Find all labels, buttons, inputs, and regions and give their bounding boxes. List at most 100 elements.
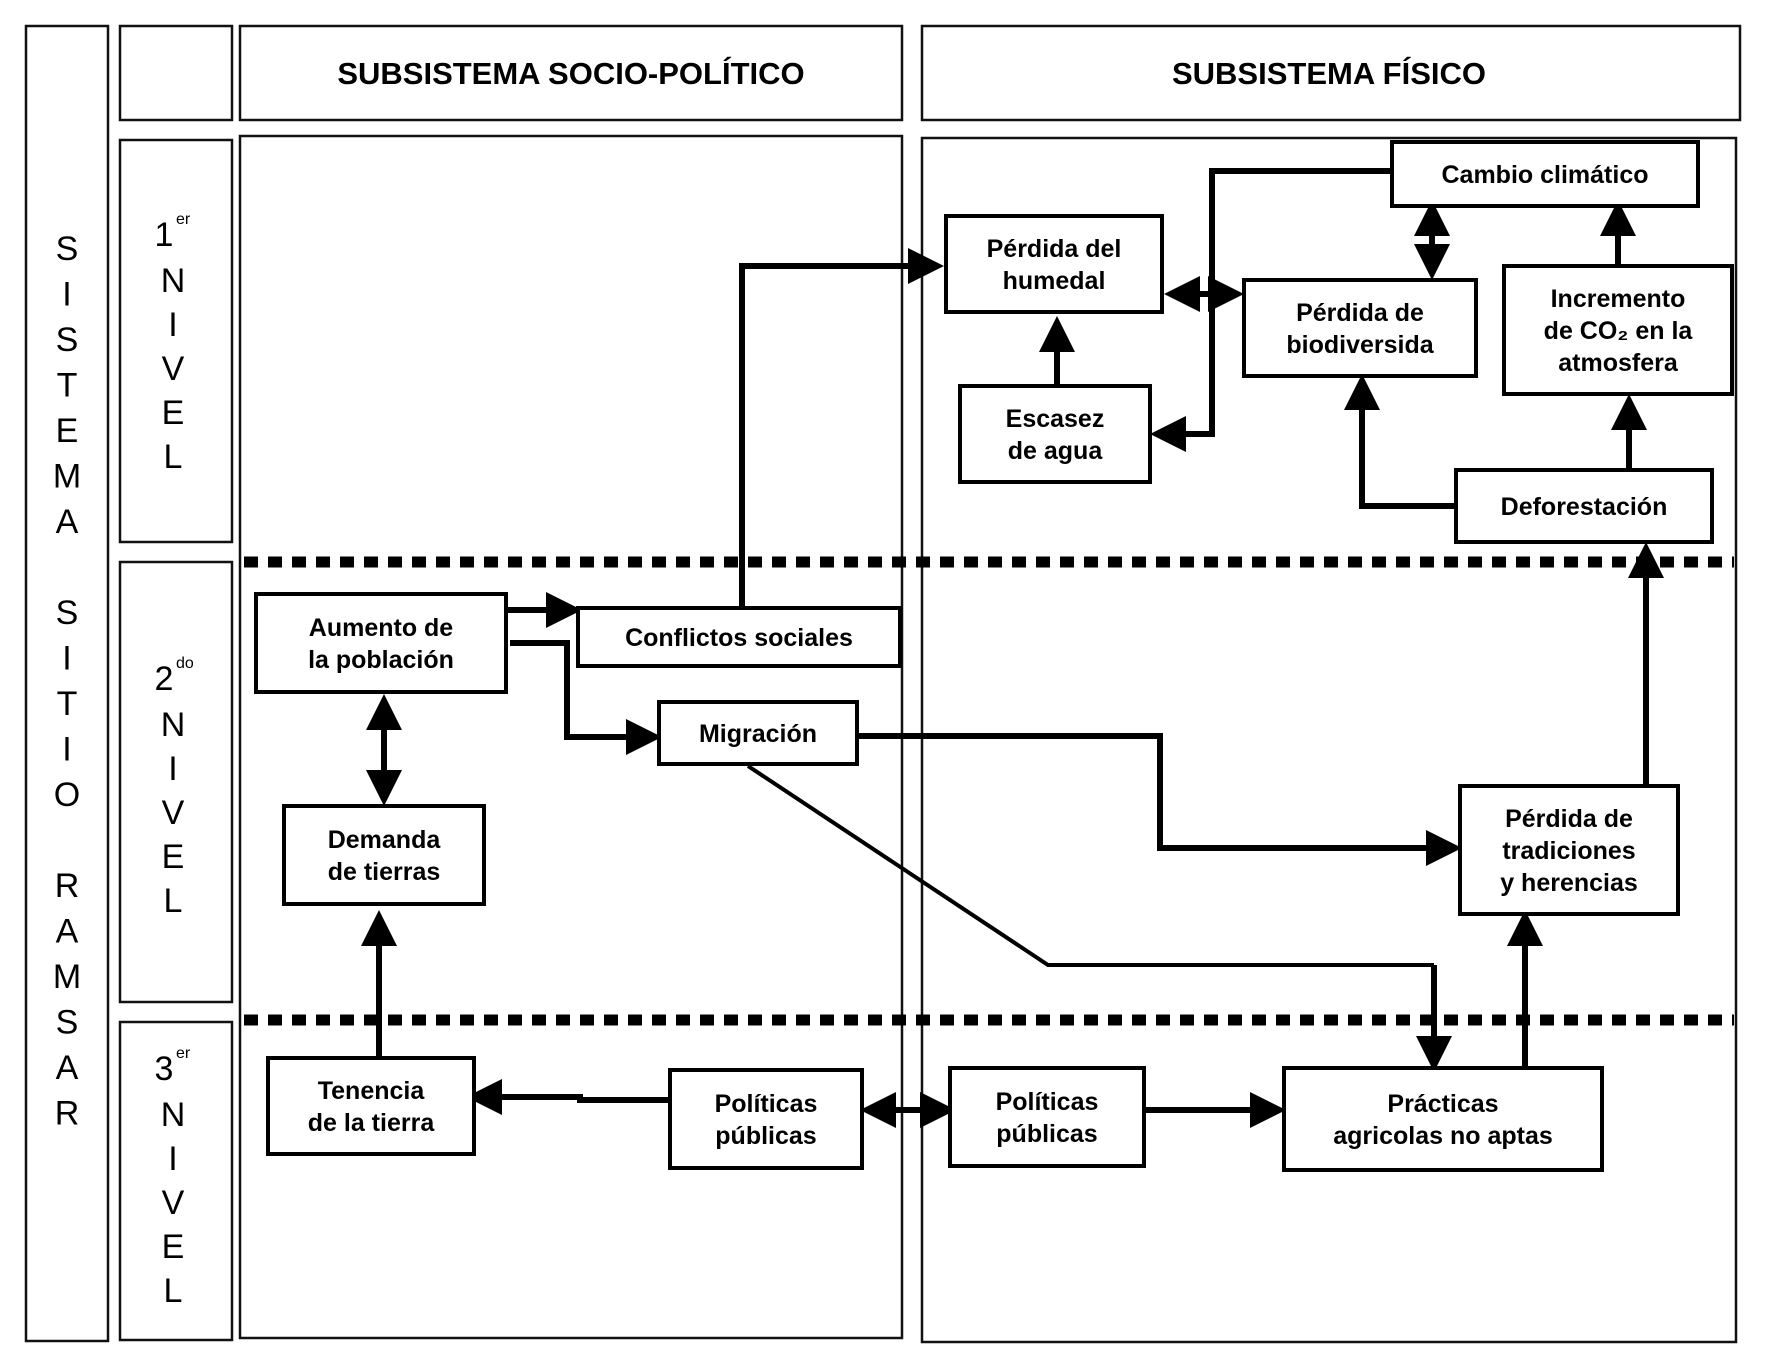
node-cambio: Cambio climático: [1390, 140, 1700, 208]
node-box: [254, 592, 508, 694]
level-3-letter: I: [168, 1140, 177, 1178]
node-label-line: Políticas: [715, 1090, 818, 1118]
node-box: [958, 384, 1152, 484]
node-label-line: de CO₂ en la: [1544, 317, 1694, 345]
connectors: [361, 168, 1664, 1128]
node-box: [657, 700, 859, 766]
node-label-line: Pérdida de: [1505, 805, 1633, 833]
level-2-letter: L: [164, 882, 183, 920]
header-fisico: SUBSISTEMA FÍSICO: [1172, 56, 1486, 91]
node-label-line: y herencias: [1500, 869, 1638, 897]
system-label-letter: A: [56, 1049, 79, 1087]
node-box: [944, 214, 1164, 314]
node-conflictos: Conflictos sociales: [576, 606, 902, 668]
system-label-letter: I: [62, 731, 71, 769]
system-label-letter: S: [56, 321, 79, 359]
system-label-letter: O: [54, 776, 80, 814]
node-label-line: Incremento: [1551, 285, 1686, 313]
node-label-line: Aumento de: [309, 614, 454, 642]
level-1-letter: N: [161, 262, 186, 300]
system-label-letter: A: [56, 503, 79, 541]
node-label-line: Políticas: [996, 1088, 1099, 1116]
system-label-letter: T: [57, 367, 78, 405]
node-label-line: Demanda: [328, 826, 442, 854]
level-3-suffix: er: [176, 1045, 191, 1062]
level-1-letter: I: [168, 306, 177, 344]
system-label-letter: R: [55, 867, 80, 905]
level-1-number: 1: [155, 216, 174, 254]
node-label-line: Prácticas: [1387, 1090, 1498, 1118]
node-box: [1282, 1066, 1604, 1172]
system-label-letter: S: [56, 1004, 79, 1042]
node-label-line: de la tierra: [308, 1109, 436, 1137]
edge-defor-biodiv: [1344, 374, 1458, 509]
level-1-suffix: er: [176, 211, 191, 228]
level-2-letter: V: [162, 794, 185, 832]
node-label-line: públicas: [996, 1120, 1097, 1148]
fisico-panel: [920, 136, 1738, 1344]
level-1-cell: [118, 138, 234, 544]
level-3-cell: [118, 1020, 234, 1342]
node-label-line: agricolas no aptas: [1333, 1122, 1553, 1150]
node-label-line: Escasez: [1006, 405, 1105, 433]
node-label-line: atmosfera: [1558, 349, 1679, 377]
node-box: [266, 1056, 476, 1156]
node-pol-fisico: Políticas públicas: [948, 1066, 1146, 1168]
node-co2: Incremento de CO₂ en la atmosfera: [1502, 264, 1734, 396]
node-label-line: Pérdida de: [1296, 299, 1424, 327]
node-label-line: tradiciones: [1502, 837, 1635, 865]
node-label-line: Tenencia: [318, 1077, 426, 1105]
edge-migracion-tradiciones: [858, 733, 1462, 866]
node-humedal: Pérdida del humedal: [944, 214, 1164, 314]
level-1-letter: E: [162, 394, 185, 432]
header-socio: SUBSISTEMA SOCIO-POLÍTICO: [337, 56, 804, 91]
level-1-letter: V: [162, 350, 185, 388]
system-label-letter: I: [62, 276, 71, 314]
node-pol-socio: Políticas públicas: [668, 1068, 864, 1170]
system-label-letter: M: [53, 458, 81, 496]
node-label-line: la población: [308, 646, 454, 674]
system-label-letter: E: [56, 412, 79, 450]
node-label-line: públicas: [715, 1122, 816, 1150]
node-box: [576, 606, 902, 668]
node-label-line: humedal: [1003, 267, 1106, 295]
system-label-letter: R: [55, 1095, 80, 1133]
node-box: [668, 1068, 864, 1170]
level-1-letter: L: [164, 438, 183, 476]
edge-conflictos-humedal: [739, 248, 944, 606]
corner-cell: [118, 24, 234, 122]
node-box: [1390, 140, 1700, 208]
node-label-line: Deforestación: [1501, 493, 1668, 521]
node-aumento: Aumento de la población: [254, 592, 508, 694]
node-label-line: Cambio climático: [1442, 161, 1649, 189]
node-box: [1458, 784, 1680, 916]
system-label-letter: T: [57, 685, 78, 723]
level-2-suffix: do: [176, 655, 194, 672]
node-box: [1502, 264, 1734, 396]
node-label-line: Conflictos sociales: [625, 624, 853, 652]
node-label-line: de tierras: [328, 858, 441, 886]
node-box: [948, 1066, 1146, 1168]
level-3-number: 3: [155, 1050, 174, 1088]
node-practicas: Prácticas agricolas no aptas: [1282, 1066, 1604, 1172]
node-demanda: Demanda de tierras: [282, 804, 486, 906]
level-2-letter: E: [162, 838, 185, 876]
level-2-number: 2: [155, 660, 174, 698]
system-label-letter: S: [56, 594, 79, 632]
node-defor: Deforestación: [1454, 468, 1714, 544]
node-migracion: Migración: [657, 700, 859, 766]
socio-header-cell: [238, 24, 904, 122]
node-box: [282, 804, 486, 906]
edge-aumento-migracion: [510, 640, 662, 755]
system-label-letter: I: [62, 640, 71, 678]
edge-pol-socio-tenencia: [466, 1079, 672, 1115]
fisico-header-cell: [920, 24, 1742, 122]
node-box: [1454, 468, 1714, 544]
node-label-line: Pérdida del: [987, 235, 1122, 263]
level-2-cell: [118, 560, 234, 1004]
